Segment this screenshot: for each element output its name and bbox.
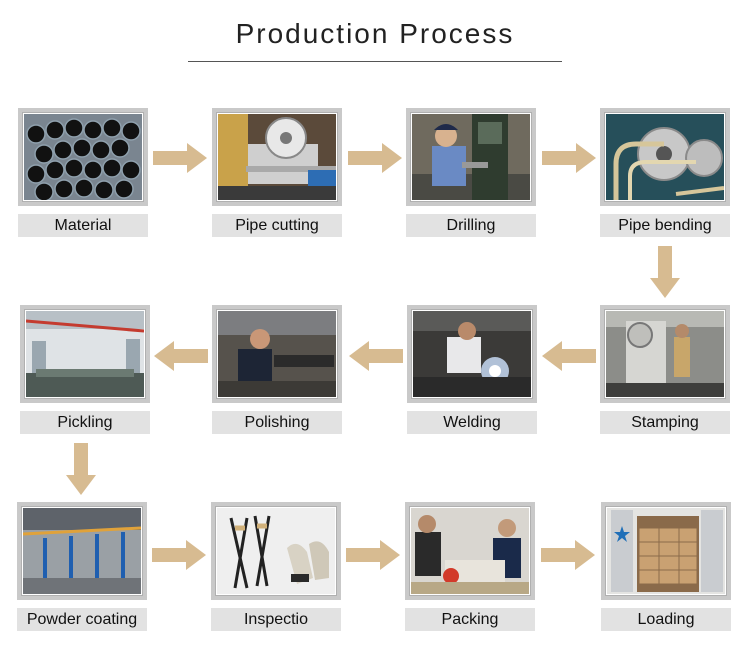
- arrow-right-icon: [541, 540, 595, 570]
- arrow-left-icon: [349, 341, 403, 371]
- welding-photo: [407, 305, 537, 403]
- step-label: Welding: [407, 411, 537, 434]
- step-loading: Loading: [601, 502, 731, 631]
- step-pipe-bending: Pipe bending: [600, 108, 730, 237]
- arrow-right-icon: [348, 143, 402, 173]
- step-packing: Packing: [405, 502, 535, 631]
- polishing-photo: [212, 305, 342, 403]
- step-material: Material: [18, 108, 148, 237]
- stamping-photo: [600, 305, 730, 403]
- pipe-bending-photo: [600, 108, 730, 206]
- arrow-right-icon: [542, 143, 596, 173]
- step-stamping: Stamping: [600, 305, 730, 434]
- arrow-left-icon: [154, 341, 208, 371]
- arrow-right-icon: [152, 540, 206, 570]
- step-label: Inspectio: [211, 608, 341, 631]
- arrow-down-icon: [650, 246, 680, 298]
- arrow-left-icon: [542, 341, 596, 371]
- step-polishing: Polishing: [212, 305, 342, 434]
- step-label: Pickling: [20, 411, 150, 434]
- title-underline: [188, 61, 562, 62]
- step-label: Stamping: [600, 411, 730, 434]
- step-pickling: Pickling: [20, 305, 150, 434]
- page-title: Production Process: [235, 18, 515, 49]
- inspection-photo: [211, 502, 341, 600]
- step-powder-coating: Powder coating: [17, 502, 147, 631]
- step-label: Polishing: [212, 411, 342, 434]
- step-label: Drilling: [406, 214, 536, 237]
- step-welding: Welding: [407, 305, 537, 434]
- pipe-cutting-photo: [212, 108, 342, 206]
- step-label: Loading: [601, 608, 731, 631]
- step-label: Material: [18, 214, 148, 237]
- packing-photo: [405, 502, 535, 600]
- step-drilling: Drilling: [406, 108, 536, 237]
- loading-photo: [601, 502, 731, 600]
- step-pipe-cutting: Pipe cutting: [212, 108, 342, 237]
- step-inspection: Inspectio: [211, 502, 341, 631]
- material-photo: [18, 108, 148, 206]
- step-label: Pipe cutting: [212, 214, 342, 237]
- powder-coating-photo: [17, 502, 147, 600]
- arrow-right-icon: [153, 143, 207, 173]
- pickling-photo: [20, 305, 150, 403]
- step-label: Pipe bending: [600, 214, 730, 237]
- arrow-down-icon: [66, 443, 96, 495]
- arrow-right-icon: [346, 540, 400, 570]
- step-label: Powder coating: [17, 608, 147, 631]
- drilling-photo: [406, 108, 536, 206]
- step-label: Packing: [405, 608, 535, 631]
